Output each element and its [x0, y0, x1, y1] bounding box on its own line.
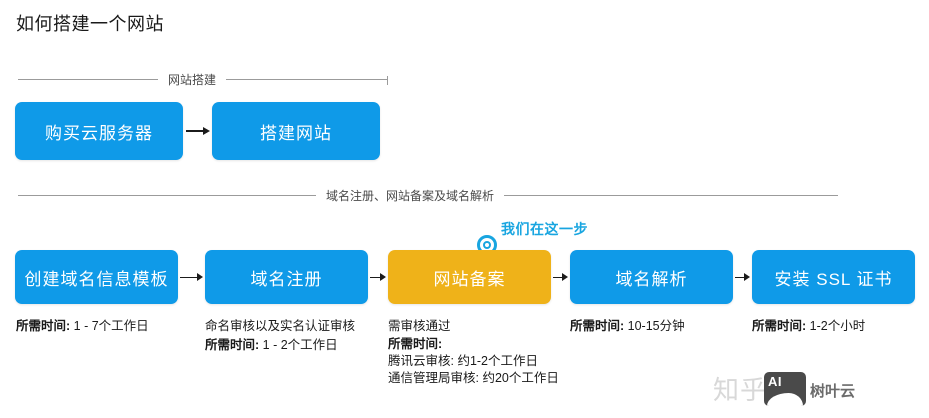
watermark-source-text: 知乎: [713, 374, 768, 405]
page-title: 如何搭建一个网站: [16, 14, 164, 34]
flow-arrow-1: [186, 125, 210, 137]
arrow-shaft: [180, 276, 197, 278]
ai-badge-label: AI: [768, 374, 782, 389]
time-detail-mii-bureau: 通信管理局审核: 约20个工作日: [388, 371, 559, 385]
caption-domain-registration: 命名审核以及实名认证审核 所需时间: 1 - 2个工作日: [205, 317, 355, 355]
flow-node-build-website[interactable]: 搭建网站: [212, 102, 380, 160]
section-label: 域名注册、网站备案及域名解析: [326, 188, 495, 203]
arrow-shaft: [553, 276, 562, 278]
flow-node-domain-resolution[interactable]: 域名解析: [570, 250, 733, 304]
watermark: 知乎 AI 树叶云: [713, 368, 855, 408]
flow-node-install-ssl-certificate[interactable]: 安装 SSL 证书: [752, 250, 915, 304]
arrow-head: [380, 273, 386, 281]
arrow-shaft: [735, 276, 744, 278]
flow-node-create-domain-template[interactable]: 创建域名信息模板: [15, 250, 178, 304]
time-required-label: 所需时间:: [205, 338, 260, 352]
divider-rule-left: [18, 194, 316, 196]
caption-create-domain-template: 所需时间: 1 - 7个工作日: [16, 317, 149, 336]
flow-node-buy-cloud-server[interactable]: 购买云服务器: [15, 102, 183, 160]
flow-arrow-4: [553, 272, 568, 282]
time-required-label: 所需时间:: [388, 337, 443, 351]
flow-node-website-icp-filing[interactable]: 网站备案: [388, 250, 551, 304]
section-divider-domain-filing: 域名注册、网站备案及域名解析: [18, 186, 839, 204]
time-required-label: 所需时间:: [16, 319, 71, 333]
arrow-shaft: [370, 276, 380, 278]
caption-detail-block: 所需时间: 腾讯云审核: 约1-2个工作日 通信管理局审核: 约20个工作日: [388, 336, 559, 387]
flow-arrow-2: [180, 272, 203, 282]
caption-domain-resolution: 所需时间: 10-15分钟: [570, 317, 685, 336]
flow-arrow-3: [370, 272, 386, 282]
caption-line: 所需时间: 1-2个小时: [752, 317, 865, 336]
current-step-annotation: 我们在这一步: [501, 221, 588, 237]
arrow-head: [203, 127, 210, 135]
time-required-label: 所需时间:: [570, 319, 625, 333]
time-required-label: 所需时间:: [752, 319, 807, 333]
divider-rule-right: [226, 75, 389, 85]
caption-line: 所需时间: 10-15分钟: [570, 317, 685, 336]
time-required-value: 1 - 2个工作日: [262, 338, 338, 352]
time-required-value: 1-2个小时: [809, 319, 866, 333]
caption-line: 所需时间: 1 - 2个工作日: [205, 336, 355, 355]
time-detail-tencent-cloud: 腾讯云审核: 约1-2个工作日: [388, 354, 539, 368]
section-divider-website-build: 网站搭建: [18, 70, 389, 88]
divider-rule-right: [504, 194, 839, 196]
arrow-head: [562, 273, 568, 281]
caption-website-icp-filing: 需审核通过 所需时间: 腾讯云审核: 约1-2个工作日 通信管理局审核: 约20…: [388, 317, 559, 387]
flow-node-domain-registration[interactable]: 域名注册: [205, 250, 368, 304]
mountain-shape-icon: [767, 393, 803, 406]
flow-arrow-5: [735, 272, 750, 282]
arrow-head: [197, 273, 203, 281]
caption-line: 所需时间: 1 - 7个工作日: [16, 317, 149, 336]
arrow-shaft: [186, 130, 203, 132]
time-required-value: 10-15分钟: [627, 319, 685, 333]
arrow-head: [744, 273, 750, 281]
section-label: 网站搭建: [168, 72, 217, 87]
divider-rule-left: [18, 78, 158, 80]
ai-image-badge-icon: AI: [764, 372, 806, 406]
watermark-brand-text: 树叶云: [810, 383, 856, 400]
time-required-value: 1 - 7个工作日: [73, 319, 149, 333]
caption-note: 需审核通过: [388, 319, 451, 333]
caption-note: 命名审核以及实名认证审核: [205, 319, 356, 333]
caption-install-ssl-certificate: 所需时间: 1-2个小时: [752, 317, 865, 336]
